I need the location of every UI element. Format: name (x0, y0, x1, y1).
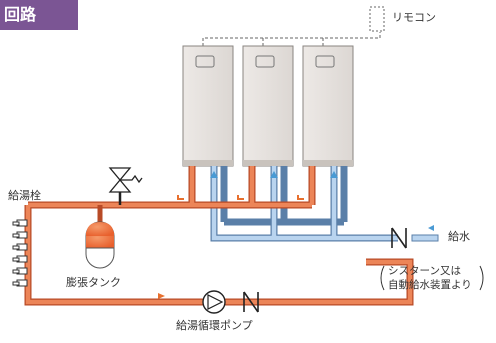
hot-water-pipe (24, 166, 414, 306)
arrow-cold-up-icon (270, 171, 278, 178)
flow-arrows (158, 171, 434, 299)
cistern-bracket (380, 265, 484, 291)
hydrant-label: 給湯栓 (8, 189, 41, 202)
air-vent-valve-icon (108, 167, 143, 205)
heater-unit-1 (182, 45, 234, 167)
hydrant-fixtures (12, 219, 28, 287)
page-title: 回路 (4, 5, 37, 24)
remote-wiring (202, 32, 381, 46)
expansion-tank (85, 205, 115, 269)
pump-label: 給湯循環ポンプ (176, 319, 253, 332)
arrow-cold-left-icon (428, 225, 434, 231)
water-supply-label: 給水 (448, 230, 470, 243)
expansion-tank-label: 膨張タンク (66, 276, 121, 289)
arrow-cold-up-icon (210, 171, 218, 178)
remote-label: リモコン (392, 11, 436, 24)
arrow-cold-up-icon (330, 171, 338, 178)
arrow-hot-right-icon (158, 293, 165, 299)
cistern-label-line2: 自動給水装置より (388, 279, 472, 291)
check-valve-supply-icon (391, 227, 407, 249)
check-valve-return-icon (243, 291, 259, 313)
remote-controller-icon (369, 6, 385, 32)
arrow-hot-left-icon (177, 195, 184, 200)
circulation-pump-icon (202, 290, 226, 314)
arrow-hot-left-icon (297, 195, 304, 200)
heater-unit-2 (242, 45, 294, 167)
arrow-hot-left-icon (237, 195, 244, 200)
heater-unit-3 (302, 45, 354, 167)
header-tab: 回路 (0, 0, 78, 30)
cistern-label-line1: シスターン又は (388, 265, 461, 277)
cold-water-pipe (210, 166, 439, 242)
